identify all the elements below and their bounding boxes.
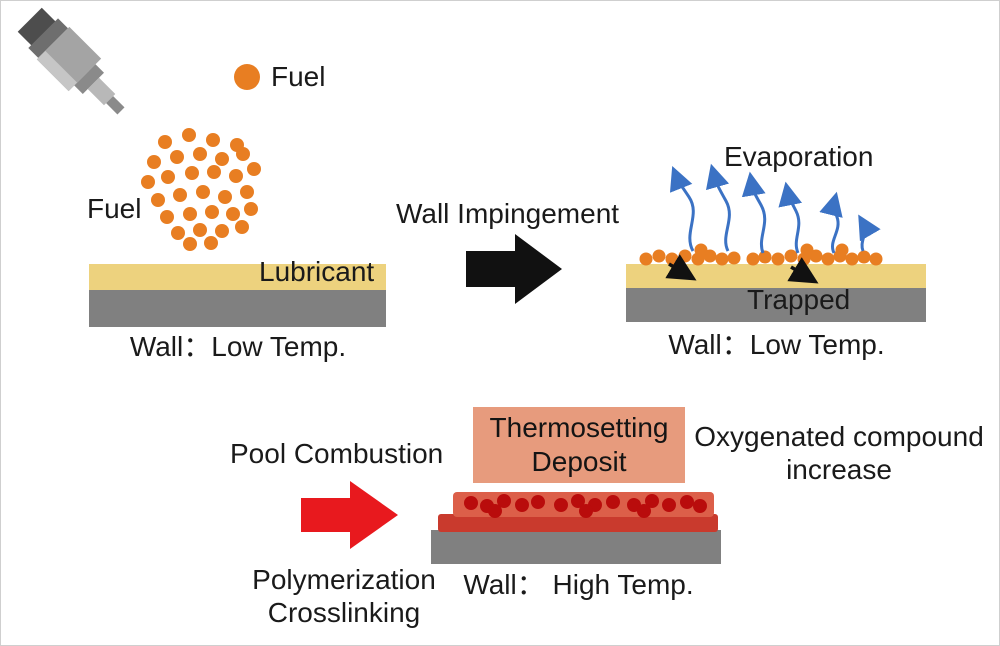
polymerization-crosslinking-label: Polymerization Crosslinking — [216, 563, 472, 629]
deposit-bottom-layer — [438, 514, 718, 532]
wall-layer-bottom — [431, 530, 721, 564]
wall-impingement-label: Wall Impingement — [396, 198, 620, 229]
oxygenated-line1: Oxygenated compound — [694, 421, 984, 452]
spray-fuel-label: Fuel — [87, 193, 142, 224]
wall-impingement-arrow-icon — [466, 234, 562, 304]
wall-low-temp-caption-left: Wall：Low Temp. — [129, 331, 347, 362]
legend-fuel-label: Fuel — [271, 61, 326, 92]
crosslinking-label: Crosslinking — [267, 597, 421, 628]
legend-fuel-icon — [234, 64, 260, 90]
wall-high-temp-caption: Wall： High Temp. — [463, 569, 694, 600]
trapped-arrows-icon — [665, 254, 819, 284]
oxygenated-compound-label: Oxygenated compound increase — [689, 420, 989, 486]
pool-combustion-arrow-icon — [301, 481, 398, 549]
lubricant-layer-left — [89, 264, 386, 290]
trapped-label: Trapped — [747, 284, 851, 315]
fuel-injector-icon — [17, 7, 125, 115]
evaporation-label: Evaporation — [724, 141, 874, 172]
wall-layer-right — [626, 288, 926, 322]
polymerization-label: Polymerization — [252, 564, 436, 595]
pool-combustion-label: Pool Combustion — [230, 438, 444, 469]
thermosetting-label: Thermosetting — [489, 412, 669, 443]
wall-layer-left — [89, 290, 386, 327]
oxygenated-line2: increase — [786, 454, 892, 485]
deposit-layers — [431, 492, 721, 564]
lubricant-label: Lubricant — [259, 256, 375, 287]
thermosetting-deposit-box: Thermosetting Deposit — [473, 407, 685, 483]
left-wall — [89, 264, 386, 327]
deposit-droplets — [464, 494, 707, 518]
fuel-spray-droplets — [141, 128, 261, 251]
evaporation-arrows-icon — [669, 163, 881, 254]
wall-low-temp-caption-right: Wall：Low Temp. — [668, 329, 885, 360]
deposit-label: Deposit — [531, 446, 627, 477]
